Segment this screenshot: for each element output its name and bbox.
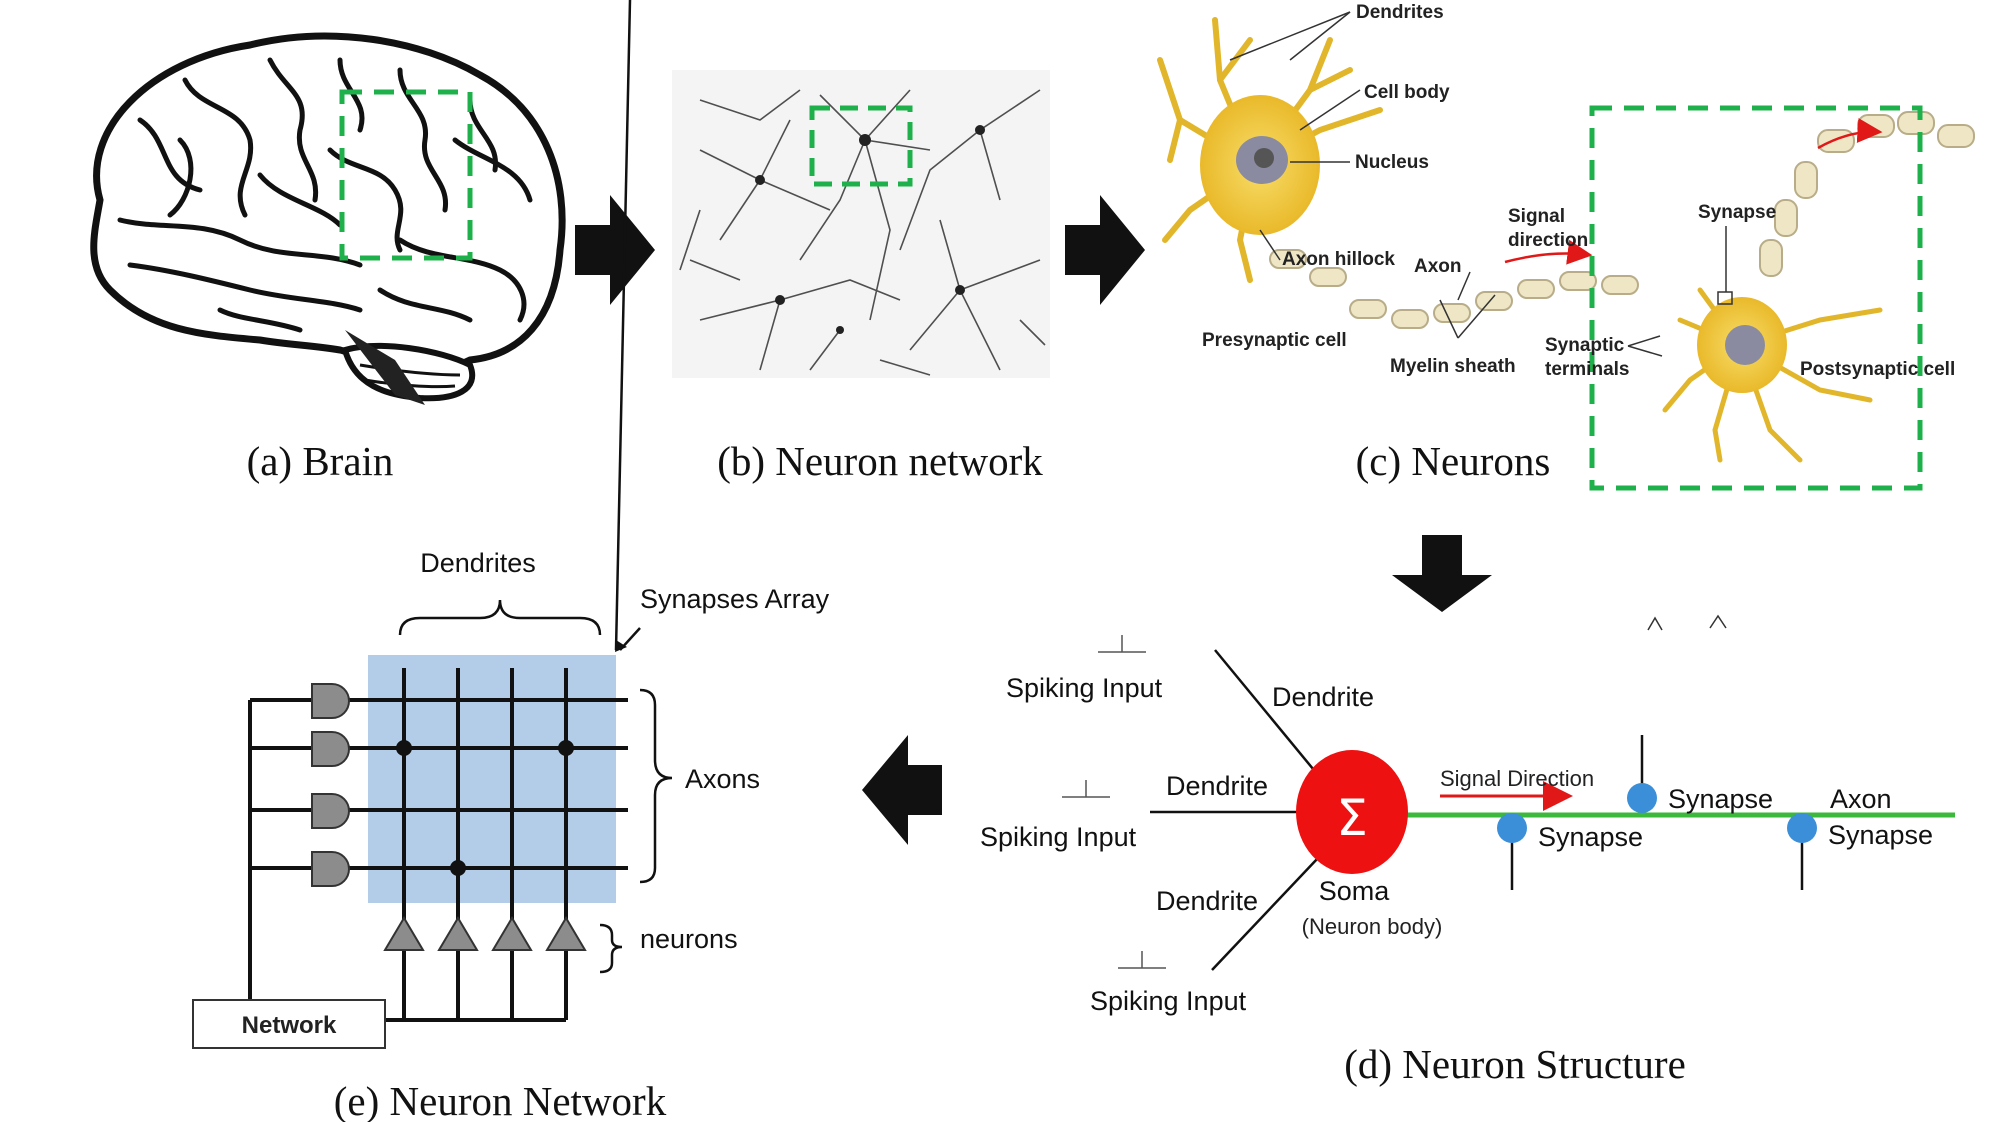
label-synapse-c: Synapse	[1698, 202, 1776, 223]
label-axon-hillock: Axon hillock	[1282, 249, 1395, 270]
label-synapses-array: Synapses Array	[640, 584, 830, 614]
label-neurons: neurons	[640, 924, 738, 954]
caption-e: (e) Neuron Network	[334, 1078, 667, 1122]
caption-a: (a) Brain	[247, 438, 394, 484]
arrow-right-2	[1065, 195, 1145, 305]
label-axon-c: Axon	[1414, 256, 1462, 277]
label-neuron-body: (Neuron body)	[1302, 914, 1443, 939]
caption-d: (d) Neuron Structure	[1344, 1041, 1686, 1087]
label-soma: Soma	[1319, 876, 1391, 906]
arrow-left	[862, 735, 942, 845]
neuron-network-micrograph	[672, 70, 1050, 378]
label-axons: Axons	[685, 764, 760, 794]
label-axon-d: Axon	[1830, 784, 1892, 814]
label-spiking-input-2: Spiking Input	[980, 822, 1137, 852]
label-dendrite-1: Dendrite	[1272, 682, 1374, 712]
label-synaptic: Synaptic	[1545, 335, 1625, 356]
arrow-down	[1392, 535, 1492, 612]
label-dendrites-c: Dendrites	[1356, 2, 1444, 23]
label-signal-direction: Signal Direction	[1440, 766, 1594, 791]
label-synapse-2: Synapse	[1538, 822, 1643, 852]
caption-c: (c) Neurons	[1356, 438, 1551, 484]
label-terminals: terminals	[1545, 359, 1629, 380]
sigma-symbol: Σ	[1336, 789, 1368, 847]
caption-b: (b) Neuron network	[717, 438, 1043, 484]
label-network-box: Network	[242, 1012, 337, 1039]
neuron-structure-diagram	[1062, 614, 1955, 971]
brain-illustration	[90, 32, 566, 405]
label-signal: Signal	[1508, 206, 1565, 227]
label-direction: direction	[1508, 230, 1588, 251]
label-myelin-sheath: Myelin sheath	[1390, 356, 1516, 377]
label-spiking-input-3: Spiking Input	[1090, 986, 1247, 1016]
label-dendrite-3: Dendrite	[1156, 886, 1258, 916]
label-synapse-1: Synapse	[1668, 784, 1773, 814]
crossbar-network-diagram	[192, 0, 673, 1049]
label-nucleus: Nucleus	[1355, 152, 1429, 173]
label-dendrites-e: Dendrites	[420, 548, 536, 578]
label-presynaptic-cell: Presynaptic cell	[1202, 330, 1347, 351]
label-cell-body: Cell body	[1364, 82, 1450, 103]
label-postsynaptic-cell: Postsynaptic cell	[1800, 359, 1955, 380]
label-spiking-input-1: Spiking Input	[1006, 673, 1163, 703]
neurons-illustration	[1157, 11, 1975, 491]
arrow-right-1	[575, 195, 655, 305]
label-synapse-3: Synapse	[1828, 820, 1933, 850]
label-dendrite-2: Dendrite	[1166, 771, 1268, 801]
